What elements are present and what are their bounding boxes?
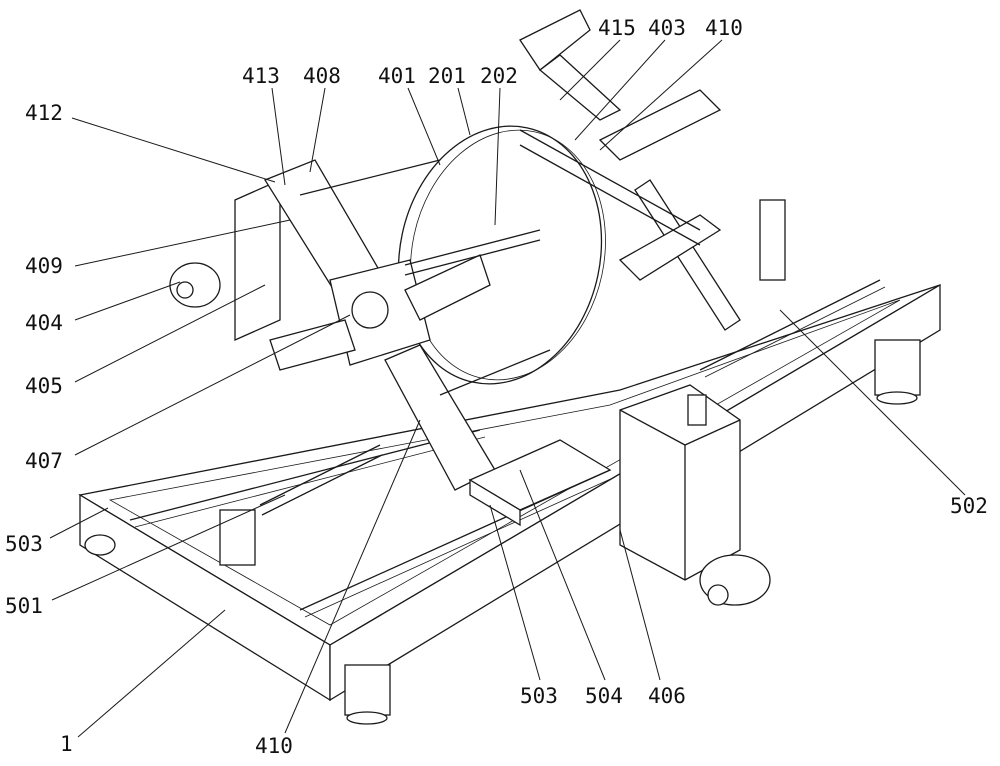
label-406: 406 <box>648 684 686 708</box>
label-502: 502 <box>950 494 988 518</box>
label-403: 403 <box>648 16 686 40</box>
label-413: 413 <box>242 64 280 88</box>
label-202: 202 <box>480 64 518 88</box>
motor-box-404 <box>170 180 280 340</box>
label-503-left: 503 <box>5 532 43 556</box>
label-410-top: 410 <box>705 16 743 40</box>
label-405: 405 <box>25 374 63 398</box>
label-504: 504 <box>585 684 623 708</box>
label-401: 401 <box>378 64 416 88</box>
label-408: 408 <box>303 64 341 88</box>
label-412: 412 <box>25 101 63 125</box>
label-410-bottom: 410 <box>255 734 293 758</box>
label-503-bottom: 503 <box>520 684 558 708</box>
label-501: 501 <box>5 594 43 618</box>
label-407: 407 <box>25 449 63 473</box>
label-404: 404 <box>25 311 63 335</box>
label-409: 409 <box>25 254 63 278</box>
label-1: 1 <box>60 732 73 756</box>
label-415: 415 <box>598 16 636 40</box>
label-201: 201 <box>428 64 466 88</box>
